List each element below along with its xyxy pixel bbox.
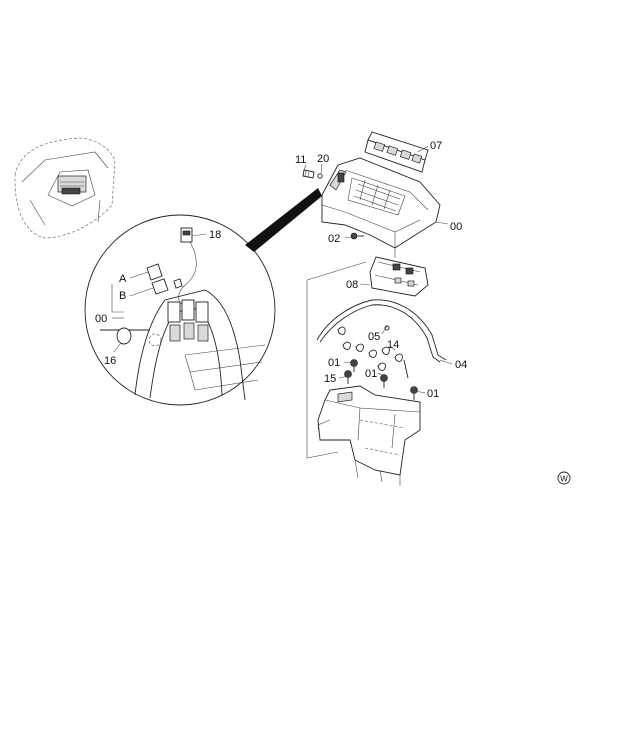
- label-00-detail: 00: [95, 313, 107, 325]
- label-B: B: [119, 290, 126, 302]
- part-11-20-fittings: [302, 169, 323, 179]
- label-01-c: 01: [427, 388, 439, 400]
- detail-callout-wedge: [245, 188, 322, 252]
- detail-circle: [84, 214, 276, 406]
- label-18: 18: [209, 229, 221, 241]
- label-02: 02: [328, 233, 340, 245]
- label-A: A: [119, 273, 127, 285]
- label-11: 11: [295, 154, 306, 166]
- label-08: 08: [346, 279, 358, 291]
- label-01-a: 01: [328, 357, 340, 369]
- part-04-trim-seal: [316, 299, 447, 379]
- label-01-b: 01: [365, 368, 377, 380]
- clips-group: [337, 325, 403, 371]
- label-05: 05: [368, 331, 380, 343]
- label-07: 07: [430, 140, 442, 152]
- label-00-main: 00: [450, 221, 462, 233]
- part-08-bracket: [369, 256, 429, 297]
- corner-mark-text: W: [560, 475, 568, 484]
- label-20: 20: [317, 153, 329, 165]
- machine-thumbnail: [14, 137, 116, 239]
- assembly-guide-lines: [306, 248, 401, 486]
- part-02-screw: [350, 232, 364, 240]
- label-14: 14: [387, 339, 399, 351]
- part-00-console-housing: [321, 157, 441, 249]
- circled-w-mark: W: [557, 471, 571, 485]
- label-04: 04: [455, 359, 467, 371]
- part-labels: 07 00 11 20 02 08 05 14 04 01 01 15 01 1…: [95, 140, 467, 400]
- label-15: 15: [324, 373, 336, 385]
- base-frame: [317, 385, 421, 483]
- label-16: 16: [104, 355, 116, 367]
- leader-lines: [111, 145, 453, 394]
- part-07-top-cover: [364, 131, 429, 173]
